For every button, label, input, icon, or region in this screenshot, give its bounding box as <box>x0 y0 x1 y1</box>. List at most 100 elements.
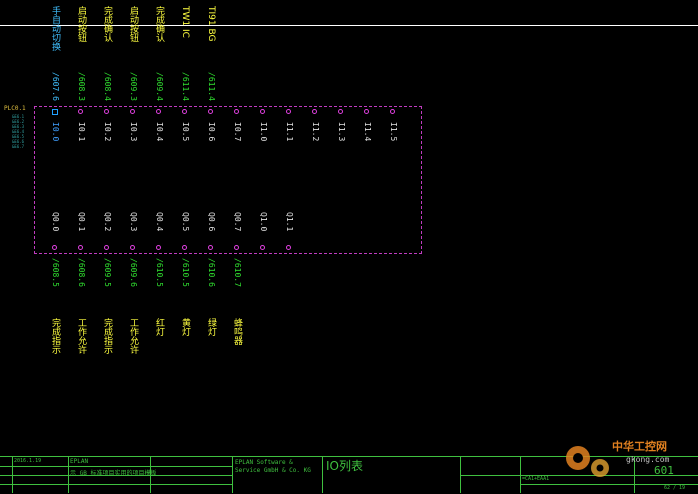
output-terminal-pin <box>182 245 187 250</box>
output-cross-ref[interactable]: /610.5 <box>155 258 164 287</box>
output-terminal-pin <box>130 245 135 250</box>
input-address: I1.0 <box>259 122 268 142</box>
output-terminal-pin <box>104 245 109 250</box>
top-border-line <box>0 25 698 26</box>
input-terminal-pin <box>78 109 83 114</box>
output-address: Q0.2 <box>103 212 112 232</box>
output-cross-ref[interactable]: /609.6 <box>129 258 138 287</box>
output-description: 红灯 <box>154 318 164 336</box>
output-address: Q0.6 <box>207 212 216 232</box>
output-description: 黄灯 <box>180 318 190 336</box>
title-block: 2016.1.19 EPLAN 示 GB 标准项目实用的项目模板 EPLAN S… <box>0 456 698 494</box>
input-address: I0.0 <box>51 122 60 142</box>
output-terminal-pin <box>78 245 83 250</box>
output-cross-ref[interactable]: /610.5 <box>181 258 190 287</box>
output-description: 绿灯 <box>206 318 216 336</box>
output-cross-ref[interactable]: /608.6 <box>77 258 86 287</box>
input-address: I0.5 <box>181 122 190 142</box>
plc-label: PLC0.1 <box>4 105 26 112</box>
plc-side-ref: &E6.2 <box>12 119 25 124</box>
input-address: I0.1 <box>77 122 86 142</box>
input-address: I0.4 <box>155 122 164 142</box>
output-address: Q0.0 <box>51 212 60 232</box>
output-cross-ref[interactable]: /610.7 <box>233 258 242 287</box>
input-description: 完成确认 <box>154 6 164 42</box>
input-terminal-pin <box>130 109 135 114</box>
input-description: TI91 BG <box>206 6 216 42</box>
output-address: Q0.3 <box>129 212 138 232</box>
watermark-text: 中华工控网 <box>612 440 667 453</box>
tb-drawing-title: IO列表 <box>326 459 363 473</box>
output-address: Q1.1 <box>285 212 294 232</box>
input-cross-ref[interactable]: /609.4 <box>155 72 164 101</box>
tb-sheet-of: 62 / 19 <box>664 485 686 491</box>
output-address: Q1.0 <box>259 212 268 232</box>
input-address: I0.2 <box>103 122 112 142</box>
tb-page-ref: =CA1+EAA1 <box>522 476 550 482</box>
output-description: 蜂鸣器 <box>232 318 242 345</box>
input-terminal-pin <box>390 109 395 114</box>
input-cross-ref[interactable]: /608.4 <box>103 72 112 101</box>
tb-page-label: 601 <box>654 464 674 477</box>
input-terminal-pin <box>182 109 187 114</box>
tb-date: 2016.1.19 <box>14 458 42 464</box>
gear-hole <box>573 453 583 463</box>
watermark-logo <box>566 446 609 477</box>
input-cross-ref[interactable]: /611.4 <box>207 72 216 101</box>
tb-row-line <box>0 466 232 467</box>
output-address: Q0.4 <box>155 212 164 232</box>
plc-side-ref: &E6.1 <box>12 114 25 119</box>
input-terminal-pin <box>156 109 161 114</box>
output-address: Q0.5 <box>181 212 190 232</box>
output-terminal-pin <box>52 245 57 250</box>
input-terminal-pin <box>338 109 343 114</box>
plc-side-ref: &E6.3 <box>12 124 25 129</box>
tb-divider <box>232 457 233 493</box>
input-terminal-pin <box>52 109 58 115</box>
output-description: 完成指示 <box>102 318 112 354</box>
tb-name: EPLAN <box>70 458 89 465</box>
plc-module-box <box>34 106 422 254</box>
tb-row-line <box>520 484 698 485</box>
gear-hole <box>596 464 604 472</box>
output-terminal-pin <box>156 245 161 250</box>
input-cross-ref[interactable]: /609.3 <box>129 72 138 101</box>
input-address: I0.3 <box>129 122 138 142</box>
output-description: 工作允许 <box>128 318 138 354</box>
tb-row-line <box>0 484 232 485</box>
output-terminal-pin <box>208 245 213 250</box>
input-address: I1.2 <box>311 122 320 142</box>
input-cross-ref[interactable]: /611.4 <box>181 72 190 101</box>
input-address: I1.1 <box>285 122 294 142</box>
tb-project: 示 GB 标准项目实用的项目模板 <box>70 470 157 477</box>
input-terminal-pin <box>260 109 265 114</box>
plc-side-ref: &E6.4 <box>12 129 25 134</box>
input-address: I1.5 <box>389 122 398 142</box>
input-cross-ref[interactable]: /608.3 <box>77 72 86 101</box>
output-terminal-pin <box>234 245 239 250</box>
tb-row-line <box>0 475 232 476</box>
output-terminal-pin <box>260 245 265 250</box>
watermark-url: gkong.com <box>626 455 670 464</box>
input-terminal-pin <box>234 109 239 114</box>
input-description: TW1 IC <box>180 6 190 38</box>
input-address: I1.4 <box>363 122 372 142</box>
output-address: Q0.7 <box>233 212 242 232</box>
output-address: Q0.1 <box>77 212 86 232</box>
output-cross-ref[interactable]: /609.5 <box>103 258 112 287</box>
input-terminal-pin <box>286 109 291 114</box>
output-cross-ref[interactable]: /608.5 <box>51 258 60 287</box>
tb-company: EPLAN Software & Service GmbH & Co. KG <box>235 459 311 474</box>
input-description: 完成确认 <box>102 6 112 42</box>
input-description: 启动按钮 <box>76 6 86 42</box>
input-terminal-pin <box>104 109 109 114</box>
output-cross-ref[interactable]: /610.6 <box>207 258 216 287</box>
tb-divider <box>322 457 323 493</box>
input-cross-ref[interactable]: /607.6 <box>51 72 60 101</box>
input-description: 手自动切换 <box>50 6 60 51</box>
output-description: 完成指示 <box>50 318 60 354</box>
input-description: 启动按钮 <box>128 6 138 42</box>
tb-row-line <box>460 475 698 476</box>
plc-side-ref: &E6.7 <box>12 144 25 149</box>
